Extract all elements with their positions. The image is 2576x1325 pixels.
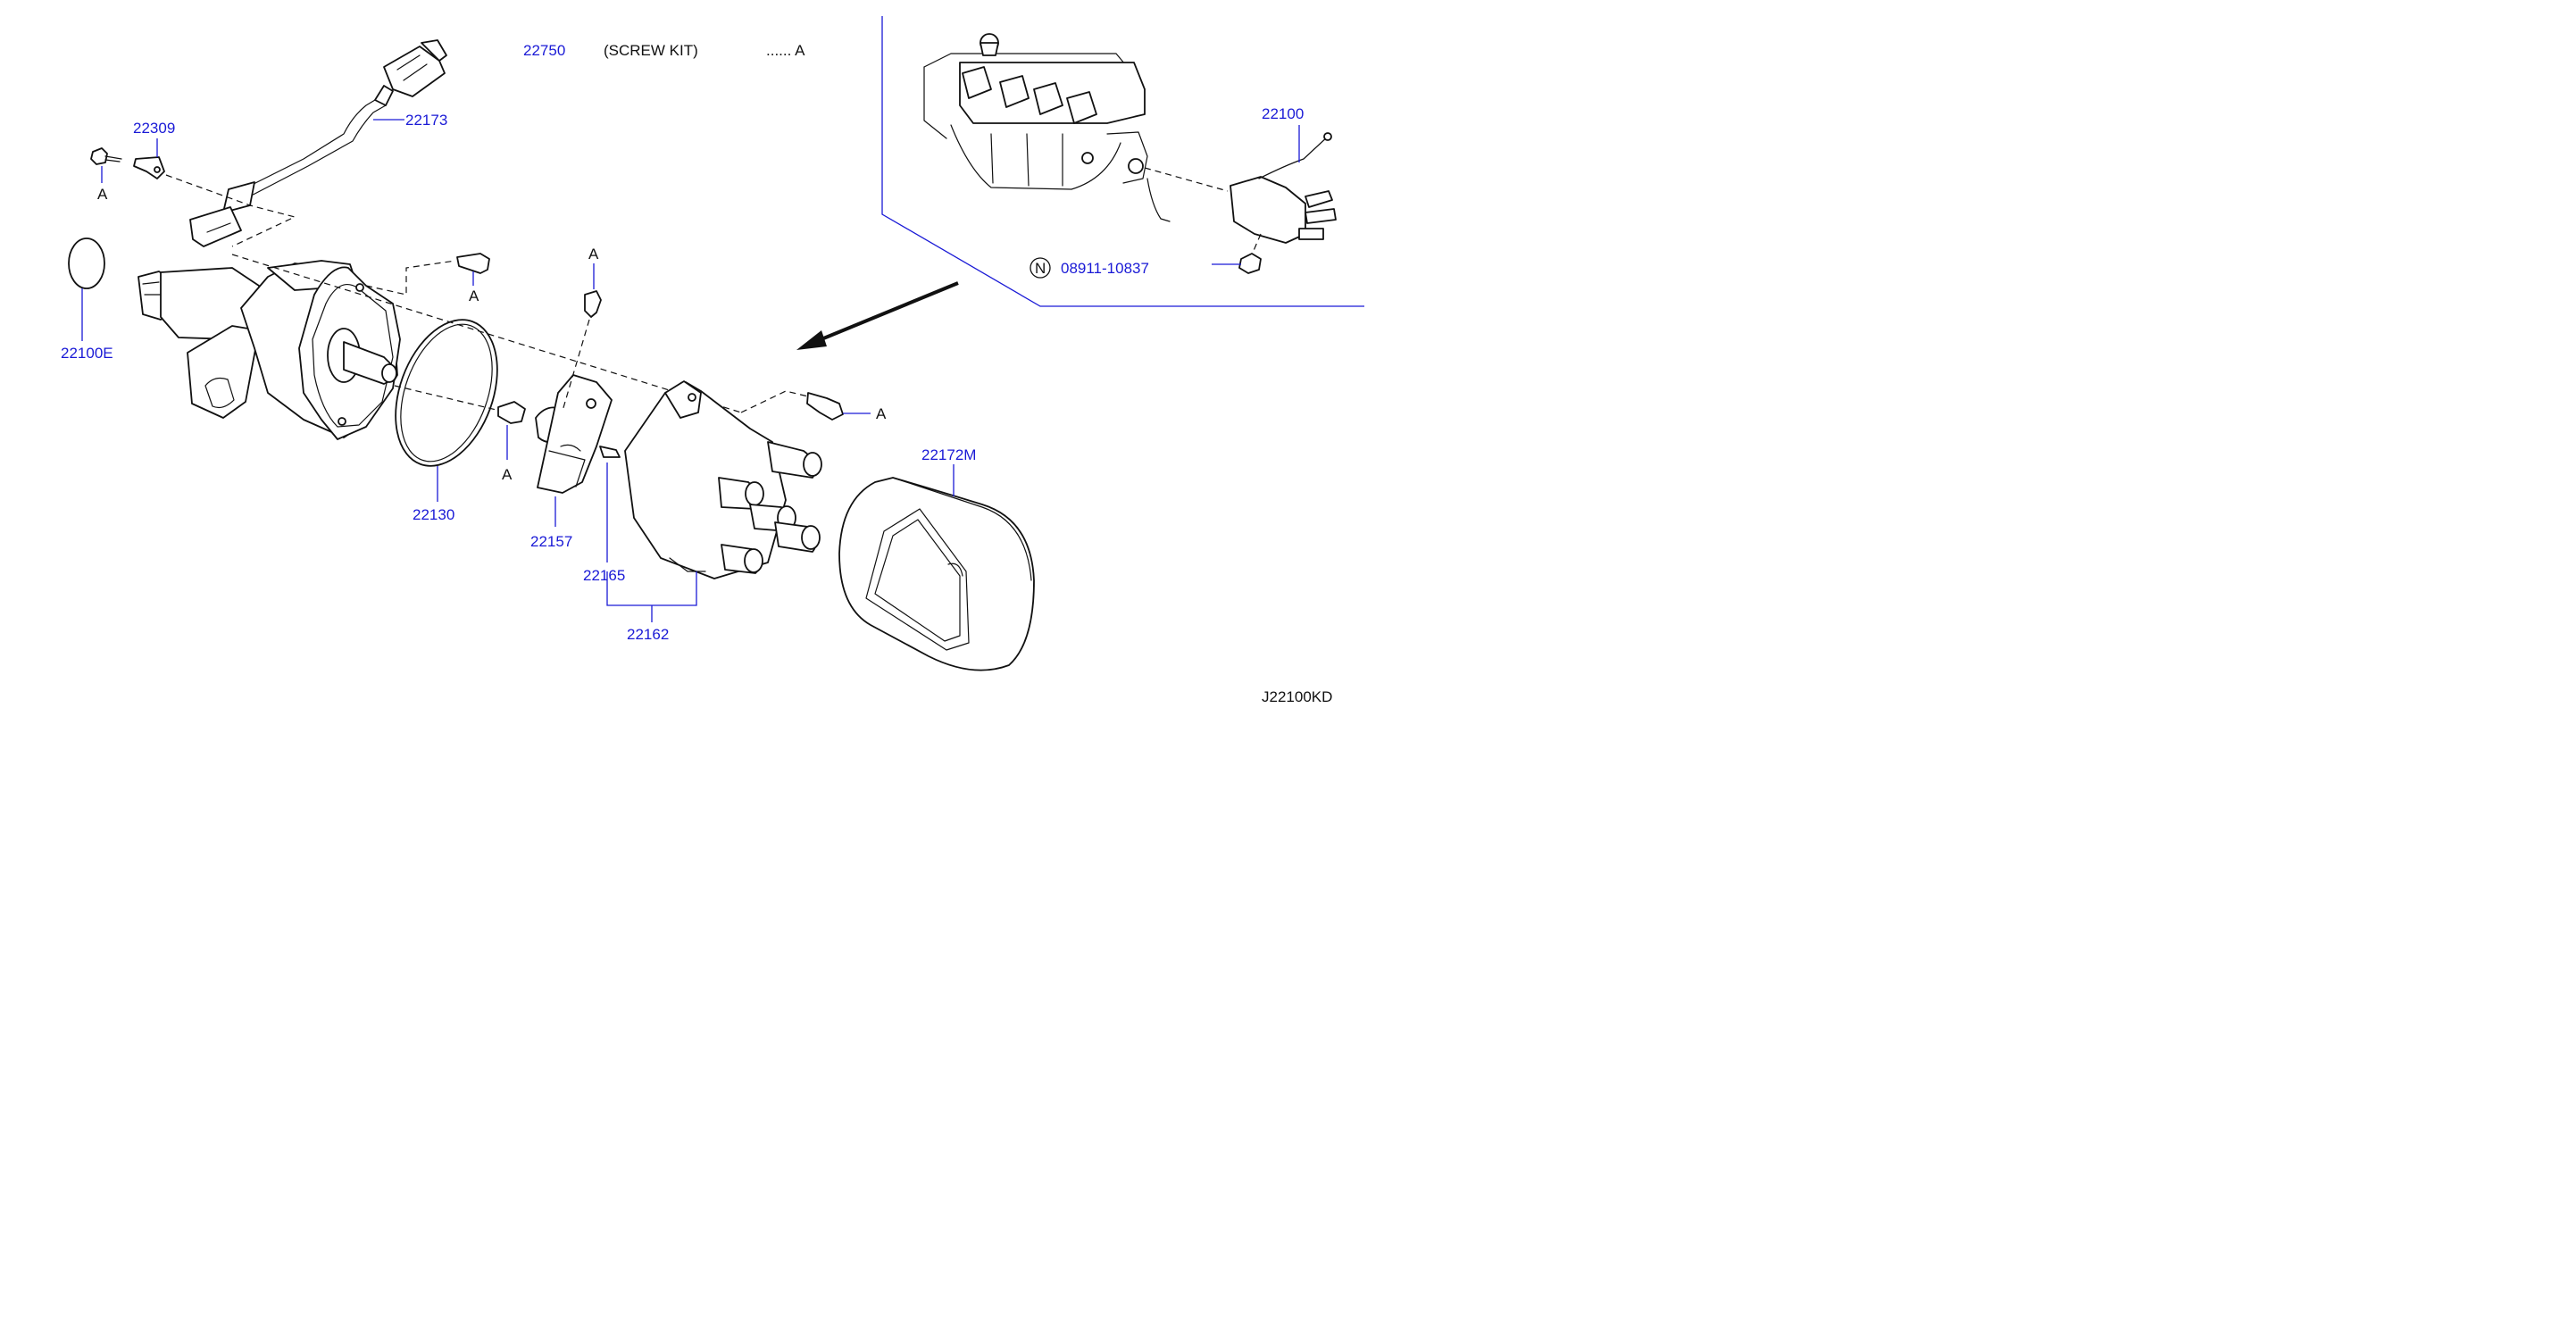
part-label-22100[interactable]: 22100 (1262, 105, 1304, 122)
part-label-22100E[interactable]: 22100E (61, 345, 113, 362)
nut-symbol-circle (1030, 257, 1051, 279)
nut-symbol: N (1035, 260, 1046, 277)
distributor-housing (138, 260, 401, 440)
screw-ref-a2: A (469, 288, 479, 304)
part-label-22165[interactable]: 22165 (583, 567, 625, 584)
carbon-point-22165 (599, 446, 621, 458)
part-label-22173[interactable]: 22173 (405, 112, 447, 129)
kit-name: (SCREW KIT) (604, 42, 698, 59)
direction-arrow-icon (796, 281, 959, 350)
part-label-22309[interactable]: 22309 (133, 120, 175, 137)
clamp-22309 (90, 147, 165, 179)
screw-ref-a1: A (97, 186, 108, 203)
screw-icon (806, 392, 844, 421)
cover-22172M (838, 477, 1035, 671)
part-label-22162[interactable]: 22162 (627, 626, 669, 643)
rotor-22157 (535, 374, 613, 494)
kit-ref: ...... A (766, 42, 805, 59)
screw-ref-a5: A (876, 405, 887, 422)
part-label-22130[interactable]: 22130 (413, 506, 454, 523)
screw-icon (584, 290, 602, 318)
screw-icon (90, 147, 108, 165)
harness-22173 (189, 39, 447, 247)
part-label-22172M[interactable]: 22172M (921, 446, 976, 463)
nut-icon (1238, 253, 1262, 274)
distributor-cap-22162 (624, 380, 822, 579)
screw-ref-a4: A (588, 246, 599, 262)
diagram-code: J22100KD (1262, 688, 1332, 705)
exploded-parts-diagram: 22750 (SCREW KIT) ...... A 22100 (61, 16, 1364, 705)
screw-icon (497, 401, 526, 424)
part-label-nut[interactable]: 08911-10837 (1061, 260, 1149, 277)
o-ring-22100E (68, 238, 105, 289)
kit-part-number: 22750 (523, 42, 565, 59)
screw-icon (456, 253, 490, 274)
engine-inset: 22100 N 08911-10837 (881, 16, 1364, 307)
screw-ref-a3: A (502, 466, 513, 483)
part-label-22157[interactable]: 22157 (530, 533, 572, 550)
